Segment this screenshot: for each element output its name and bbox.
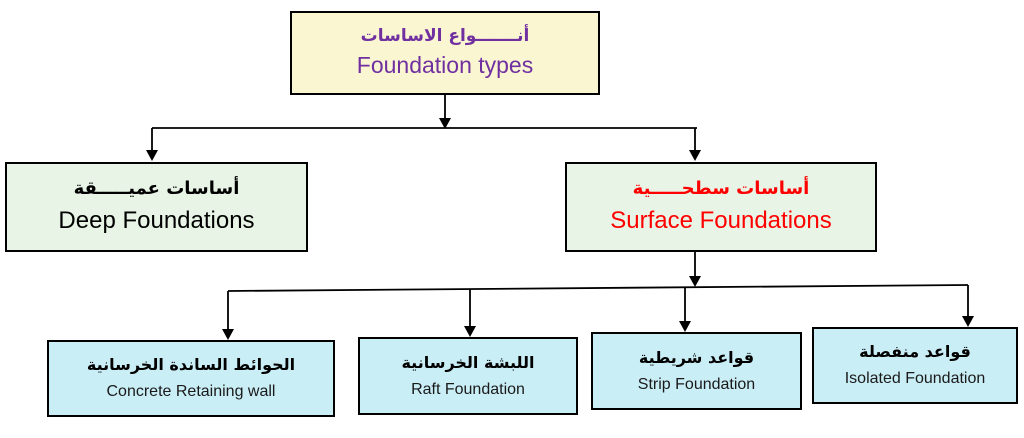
node-foundation-types: أنـــــــواع الاساسات Foundation types: [290, 11, 600, 95]
node-concrete-retaining-wall-arabic: الحوائط الساندة الخرسانية: [86, 355, 296, 375]
node-concrete-retaining-wall-english: Concrete Retaining wall: [106, 383, 276, 401]
node-deep-foundations-english: Deep Foundations: [58, 206, 255, 234]
node-raft-foundation-english: Raft Foundation: [411, 380, 525, 398]
arrowhead-surface-out: [689, 276, 701, 287]
node-deep-foundations-arabic: أساسات عميـــــقة: [73, 178, 240, 200]
node-surface-foundations-arabic: أساسات سطحـــــية: [632, 178, 810, 200]
node-strip-foundation: قواعد شريطية Strip Foundation: [591, 332, 802, 410]
arrowhead-leaf2: [464, 326, 476, 337]
node-strip-foundation-english: Strip Foundation: [637, 375, 756, 393]
node-surface-foundations-english: Surface Foundations: [610, 206, 832, 234]
node-deep-foundations: أساسات عميـــــقة Deep Foundations: [5, 162, 308, 252]
connector-level3-horizontal: [227, 284, 969, 292]
arrowhead-root: [439, 118, 451, 129]
node-concrete-retaining-wall: الحوائط الساندة الخرسانية Concrete Retai…: [47, 340, 335, 417]
node-strip-foundation-arabic: قواعد شريطية: [638, 347, 755, 367]
arrowhead-leaf1: [222, 329, 234, 340]
node-foundation-types-english: Foundation types: [356, 52, 534, 79]
arrowhead-deep: [146, 150, 158, 161]
node-isolated-foundation-english: Isolated Foundation: [844, 370, 986, 388]
node-raft-foundation-arabic: اللبشة الخرسانية: [401, 352, 535, 372]
node-isolated-foundation: قواعد منفصلة Isolated Foundation: [812, 327, 1018, 404]
node-isolated-foundation-arabic: قواعد منفصلة: [859, 342, 971, 362]
arrowhead-leaf4: [962, 316, 974, 327]
node-surface-foundations: أساسات سطحـــــية Surface Foundations: [565, 162, 877, 252]
node-foundation-types-arabic: أنـــــــواع الاساسات: [360, 26, 530, 47]
node-raft-foundation: اللبشة الخرسانية Raft Foundation: [358, 337, 578, 415]
arrowhead-leaf3: [679, 321, 691, 332]
arrowhead-surface: [689, 150, 701, 161]
